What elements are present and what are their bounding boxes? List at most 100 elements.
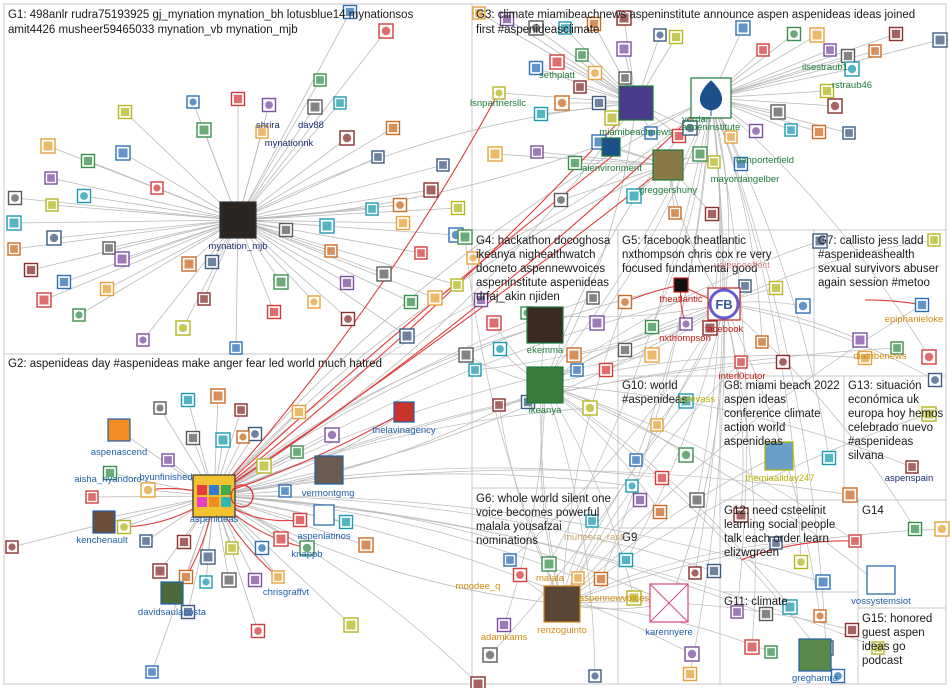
- node-avatar[interactable]: [852, 332, 868, 348]
- node-avatar[interactable]: [588, 669, 602, 683]
- node-avatar[interactable]: [871, 641, 885, 655]
- node-avatar[interactable]: [176, 534, 192, 550]
- node-avatar[interactable]: [702, 320, 718, 336]
- node-avatar[interactable]: [45, 198, 59, 212]
- node-avatar[interactable]: [795, 298, 811, 314]
- node-avatar[interactable]: [80, 153, 96, 169]
- node-avatar[interactable]: [339, 130, 355, 146]
- node-avatar[interactable]: [618, 71, 632, 85]
- node-davidsaulacosta[interactable]: [160, 581, 184, 605]
- node-avatar[interactable]: [644, 319, 660, 335]
- node-miamibeachnews[interactable]: [618, 85, 654, 121]
- node-avatar[interactable]: [921, 349, 937, 365]
- node-avatar[interactable]: [617, 342, 633, 358]
- node-avatar[interactable]: [678, 393, 694, 409]
- node-avatar[interactable]: [652, 504, 668, 520]
- node-avatar[interactable]: [575, 48, 589, 62]
- node-avatar[interactable]: [844, 622, 860, 638]
- node-theatlantic[interactable]: [673, 277, 689, 293]
- node-avatar[interactable]: [629, 453, 643, 467]
- node-avatar[interactable]: [586, 291, 600, 305]
- node-avatar[interactable]: [221, 572, 237, 588]
- node-avatar[interactable]: [593, 571, 609, 587]
- node-avatar[interactable]: [905, 460, 919, 474]
- node-avatar[interactable]: [682, 666, 698, 682]
- node-avatar[interactable]: [644, 347, 660, 363]
- node-avatar[interactable]: [139, 534, 153, 548]
- node-avatar[interactable]: [486, 315, 502, 331]
- node-avatar[interactable]: [567, 155, 583, 171]
- node-avatar[interactable]: [343, 617, 359, 633]
- node-avatar[interactable]: [724, 130, 738, 144]
- node-avatar[interactable]: [812, 233, 828, 249]
- node-avatar[interactable]: [927, 372, 943, 388]
- node-avatar[interactable]: [809, 27, 825, 43]
- node-avatar[interactable]: [261, 97, 277, 113]
- node-avatar[interactable]: [890, 341, 904, 355]
- node-avatar[interactable]: [307, 99, 323, 115]
- node-avatar[interactable]: [186, 95, 200, 109]
- node-avatar[interactable]: [598, 362, 614, 378]
- node-avatar[interactable]: [907, 521, 923, 537]
- node-avatar[interactable]: [492, 86, 506, 100]
- node-avatar[interactable]: [450, 278, 464, 292]
- node-avatar[interactable]: [927, 233, 941, 247]
- node-avatar[interactable]: [102, 465, 118, 481]
- node-avatar[interactable]: [682, 120, 698, 136]
- node-avatar[interactable]: [427, 290, 443, 306]
- node-avatar[interactable]: [185, 430, 201, 446]
- node-greggershuny[interactable]: [652, 149, 684, 181]
- node-avatar[interactable]: [255, 125, 269, 139]
- node-avatar[interactable]: [338, 514, 354, 530]
- node-avatar[interactable]: [585, 514, 599, 528]
- node-avatar[interactable]: [215, 432, 231, 448]
- node-avatar[interactable]: [591, 95, 607, 111]
- node-avatar[interactable]: [617, 294, 633, 310]
- node-avatar[interactable]: [458, 347, 474, 363]
- node-avatar[interactable]: [842, 487, 858, 503]
- node-avatar[interactable]: [692, 146, 708, 162]
- node-avatar[interactable]: [340, 311, 356, 327]
- node-avatar[interactable]: [793, 554, 809, 570]
- node-avatar[interactable]: [558, 21, 572, 35]
- node-vermontgmg[interactable]: [314, 455, 344, 485]
- node-avatar[interactable]: [738, 279, 752, 293]
- node-avatar[interactable]: [254, 540, 270, 556]
- node-avatar[interactable]: [706, 563, 722, 579]
- node-avatar[interactable]: [668, 29, 684, 45]
- node-avatar[interactable]: [857, 350, 873, 366]
- node-mynation-mjb[interactable]: [219, 201, 257, 239]
- node-avatar[interactable]: [136, 333, 150, 347]
- node-avatar[interactable]: [392, 197, 408, 213]
- node-avatar[interactable]: [472, 6, 486, 20]
- node-avatar[interactable]: [650, 418, 664, 432]
- node-avatar[interactable]: [470, 676, 486, 688]
- node-avatar[interactable]: [487, 146, 503, 162]
- node-avatar[interactable]: [733, 507, 749, 523]
- node-avatar[interactable]: [813, 609, 827, 623]
- node-avatar[interactable]: [503, 553, 517, 567]
- node-avatar[interactable]: [566, 347, 582, 363]
- node-avatar[interactable]: [632, 492, 648, 508]
- node-avatar[interactable]: [180, 604, 196, 620]
- node-avatar[interactable]: [115, 145, 131, 161]
- node-avatar[interactable]: [76, 188, 92, 204]
- node-avatar[interactable]: [358, 537, 374, 553]
- node-avatar[interactable]: [140, 482, 156, 498]
- node-aspeninstitute[interactable]: [690, 77, 732, 119]
- node-avatar[interactable]: [234, 403, 248, 417]
- node-avatar[interactable]: [733, 156, 749, 172]
- node-avatar[interactable]: [278, 484, 292, 498]
- node-avatar[interactable]: [616, 41, 632, 57]
- node-avatar[interactable]: [811, 124, 827, 140]
- node-avatar[interactable]: [744, 639, 760, 655]
- node-avatar[interactable]: [324, 244, 338, 258]
- node-avatar[interactable]: [842, 126, 856, 140]
- node-avatar[interactable]: [819, 83, 835, 99]
- node-avatar[interactable]: [496, 617, 512, 633]
- node-avatar[interactable]: [250, 623, 266, 639]
- node-avatar[interactable]: [671, 128, 687, 144]
- node-avatar[interactable]: [307, 295, 321, 309]
- node-avatar[interactable]: [414, 246, 428, 260]
- node-thelavinagency[interactable]: [393, 401, 415, 423]
